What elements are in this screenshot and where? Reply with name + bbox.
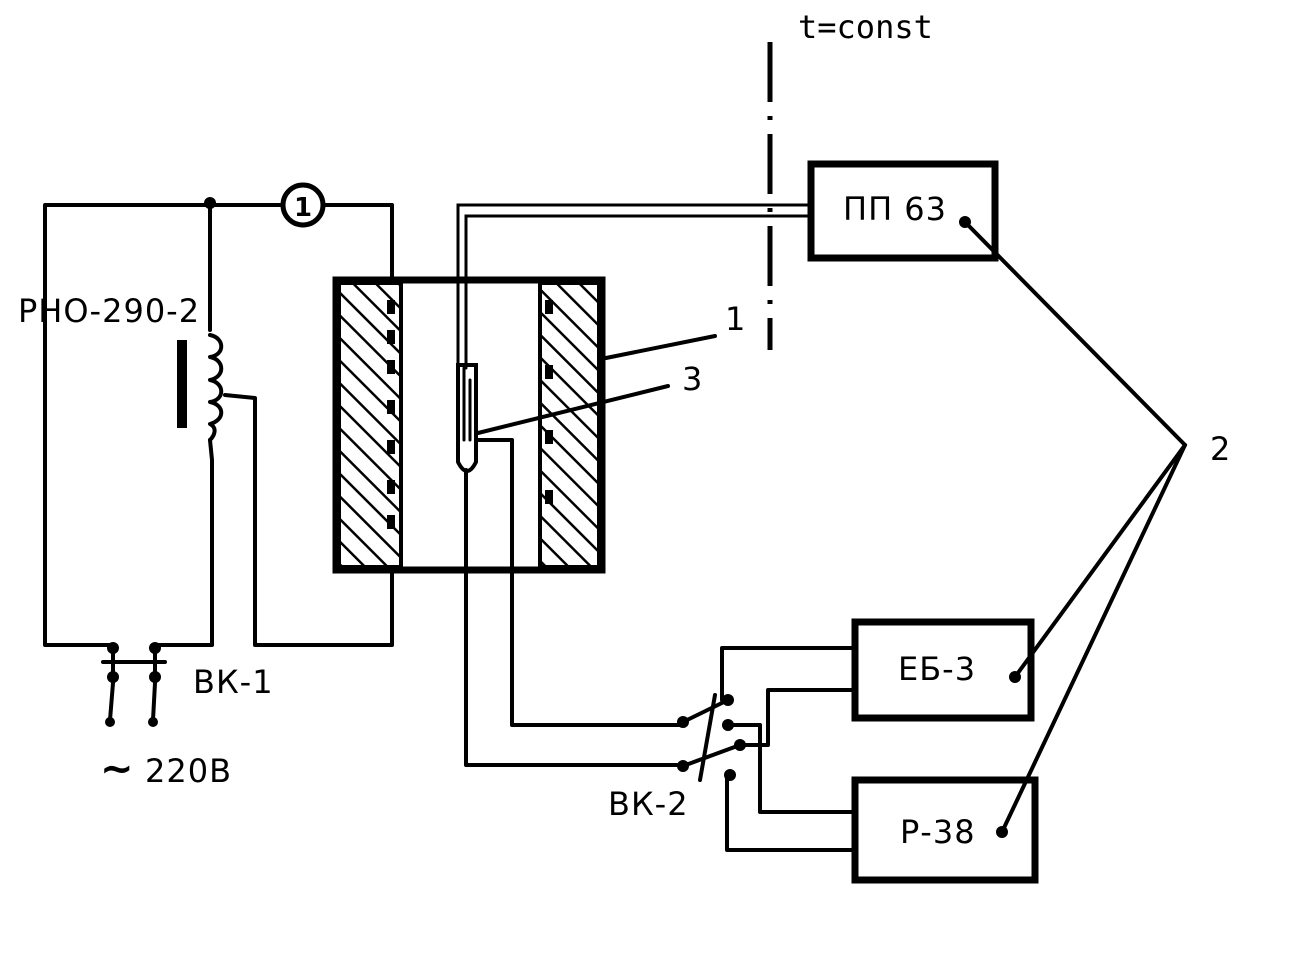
supply-label: 220В	[145, 752, 232, 790]
instrument-eb3: ЕБ-3	[851, 618, 1035, 722]
eb3-box	[851, 618, 1035, 722]
autotransformer-bottom-wire	[153, 438, 214, 647]
sample-tube	[456, 363, 478, 473]
autotransformer-icon	[177, 333, 224, 442]
left-loop-wire	[43, 203, 282, 647]
switch-bk1-icon	[101, 642, 167, 727]
bk2-to-r38-wire-a	[726, 723, 857, 814]
heater-winding	[387, 300, 553, 529]
sample-wire-b	[464, 468, 682, 767]
thermocouple-wire-outer	[456, 203, 812, 370]
instrument-pp63: ПП 63	[807, 160, 999, 262]
top-wire-to-furnace	[324, 203, 394, 282]
pp63-label: ПП 63	[843, 190, 947, 228]
label-number-3: 3	[682, 360, 703, 398]
leader-line-3	[476, 384, 670, 435]
pp63-box	[807, 160, 999, 262]
furnace	[332, 276, 606, 574]
autotransformer-tap-wire	[223, 393, 394, 647]
instrument-r38: Р-38	[851, 776, 1039, 884]
label-number-2: 2	[1210, 430, 1231, 468]
bk2-to-eb3-wire-b	[738, 688, 857, 747]
ammeter-symbol: 1	[280, 182, 326, 228]
t-const-label: t=const	[798, 8, 933, 46]
leader-lines-2	[963, 220, 1187, 834]
switch-bk2-icon	[677, 693, 746, 782]
bk2-to-eb3-wire-a	[720, 646, 857, 702]
switch2-label: ВК-2	[608, 785, 689, 823]
furnace-right-wall	[538, 281, 601, 569]
meter-number: 1	[294, 193, 312, 223]
eb3-label: ЕБ-3	[898, 650, 976, 688]
switch1-label: ВК-1	[193, 663, 274, 701]
label-number-1: 1	[725, 300, 746, 338]
thermocouple-wire-inner	[464, 214, 812, 370]
sample-wire-a	[476, 438, 682, 727]
r38-label: Р-38	[900, 813, 976, 851]
supply-symbol: ~	[100, 746, 134, 792]
bk2-to-r38-wire-b	[725, 773, 857, 852]
leader-line-1	[604, 334, 717, 360]
regulator-label: РНО-290-2	[18, 292, 200, 330]
power-circuit: 1 РНО-290-2 ВК-1 ~ 220В	[18, 182, 394, 792]
